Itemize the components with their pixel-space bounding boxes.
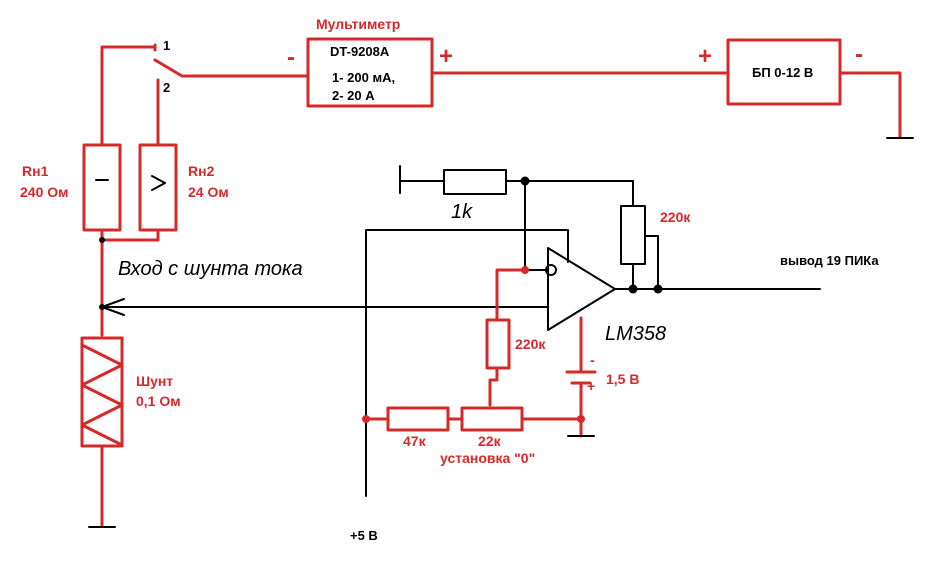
resistor-rn2: Rн2 24 Ом [138, 143, 229, 232]
shunt-value: 0,1 Ом [136, 393, 181, 409]
opamp-lm358: LM358 вывод 19 ПИКа [547, 247, 879, 345]
r-22k-label: 22к [478, 433, 502, 449]
shunt-sense-line: Вход с шунта тока [99, 237, 549, 316]
feedback-network: 1k 220к [399, 165, 691, 290]
multimeter-plus: + [439, 43, 453, 70]
shunt-name: Шунт [136, 373, 173, 389]
power-supply: БП 0-12 В + - [698, 38, 863, 106]
supply-rail: +5 В [350, 229, 569, 543]
multimeter-range1: 1- 200 мА, [332, 70, 395, 85]
supply-label: +5 В [350, 528, 378, 543]
r-1k-label: 1k [451, 201, 473, 223]
power-loop-wires [100, 45, 902, 527]
multimeter-range2: 2- 20 А [332, 88, 375, 103]
output-label: вывод 19 ПИКа [780, 253, 879, 268]
battery-minus: - [590, 352, 595, 368]
switch-pos1-label: 1 [163, 38, 170, 53]
shunt-input-label: Вход с шунта тока [118, 258, 303, 280]
psu-minus: - [855, 41, 863, 68]
resistor-rn1: Rн1 240 Ом [20, 143, 122, 232]
psu-plus: + [698, 43, 712, 70]
multimeter: Мультиметр DT-9208A 1- 200 мА, 2- 20 А -… [287, 16, 453, 108]
rn2-name: Rн2 [188, 163, 215, 179]
rn1-name: Rн1 [22, 163, 49, 179]
opamp-label: LM358 [605, 323, 666, 345]
psu-label: БП 0-12 В [752, 65, 813, 80]
rn1-value: 240 Ом [20, 184, 69, 200]
offset-network: 220к - + 1,5 В 47к 22к установка "0" [362, 266, 639, 466]
switch-pos2-label: 2 [163, 80, 170, 95]
multimeter-title: Мультиметр [316, 16, 400, 32]
shunt-resistor: Шунт 0,1 Ом [80, 336, 181, 448]
zero-adjust-label: установка "0" [440, 450, 535, 466]
r-47k-label: 47к [403, 433, 427, 449]
rn2-value: 24 Ом [188, 184, 229, 200]
r-220k-feedback-label: 220к [660, 209, 691, 225]
r-220k-input-label: 220к [515, 336, 546, 352]
multimeter-minus: - [287, 44, 295, 71]
battery-plus: + [587, 378, 595, 394]
multimeter-model: DT-9208A [330, 44, 390, 59]
battery-value: 1,5 В [606, 371, 639, 387]
load-switch: 1 2 [153, 38, 170, 95]
